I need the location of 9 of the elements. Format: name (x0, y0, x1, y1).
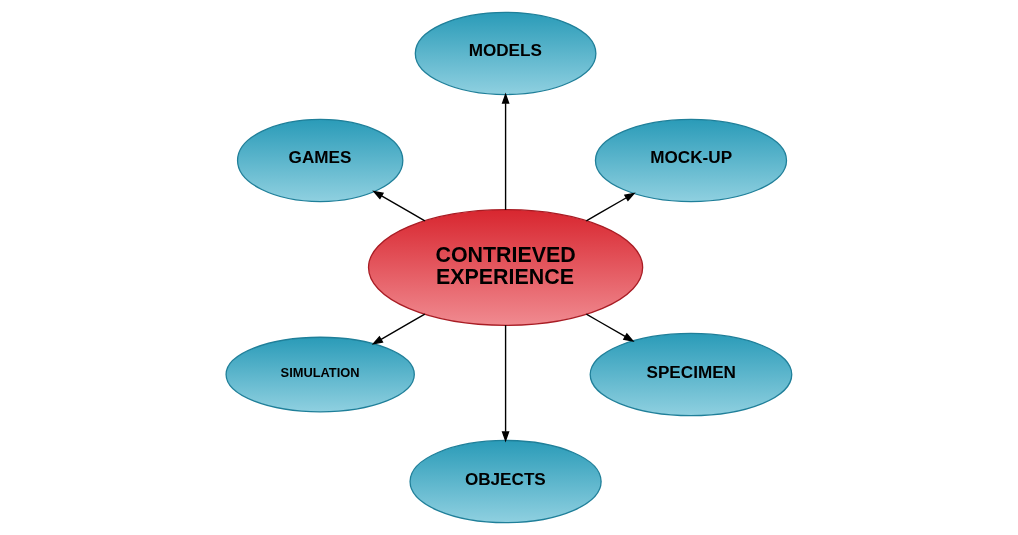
node-ellipse: CONTRIEVED EXPERIENCE (367, 209, 644, 326)
node-ellipse: OBJECTS (409, 439, 602, 524)
arrow (371, 313, 426, 345)
node-ellipse: MODELS (414, 11, 597, 96)
arrow (501, 92, 510, 211)
arrow (501, 324, 510, 443)
arrow (372, 190, 426, 222)
arrow (585, 313, 635, 342)
arrow (585, 192, 636, 222)
